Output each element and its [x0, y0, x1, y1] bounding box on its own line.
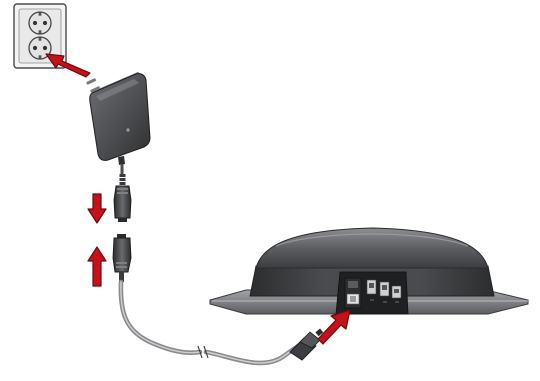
- power-adapter-icon: [86, 72, 151, 165]
- upper-cable-connector-icon: [113, 185, 132, 222]
- lower-cable-connector-icon: [112, 234, 132, 282]
- arrow-up: [87, 246, 107, 287]
- arrow-down: [87, 193, 107, 224]
- arrow-into-outlet: [45, 53, 91, 78]
- speaker-base-icon: [209, 227, 529, 315]
- wall-outlet-icon: [13, 3, 67, 69]
- adapter-cable: [119, 164, 126, 185]
- arrow-into-speaker: [317, 309, 351, 345]
- inline-connector-icon: [289, 328, 324, 361]
